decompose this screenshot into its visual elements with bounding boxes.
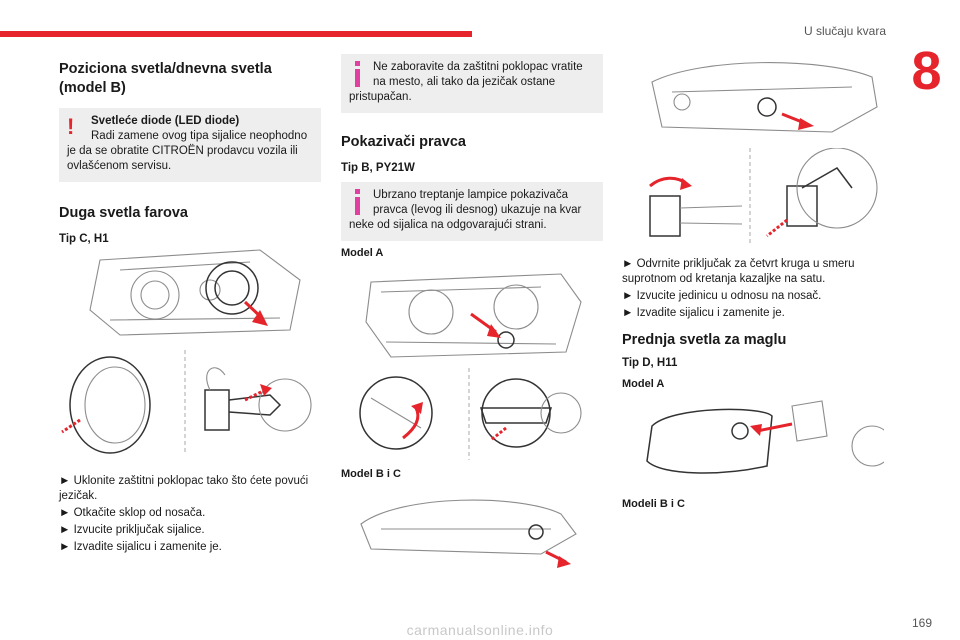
bulb-type-indicators: Tip B, PY21W	[341, 162, 415, 174]
step-2: ► Izvucite jedinicu u odnosu na nosač.	[622, 290, 822, 302]
indicator-socket-illustration	[649, 148, 878, 246]
step-1: ► Odvrnite priključak za četvrt kruga u …	[622, 258, 855, 285]
label-model-bc-fog: Modeli B i C	[622, 498, 685, 510]
cover-removal-illustration	[61, 350, 312, 455]
step-3: ► Izvucite priključak sijalice.	[59, 524, 205, 536]
info-icon	[349, 60, 373, 88]
label-model-a-fog: Model A	[622, 378, 665, 390]
info-text-flashing: Ubrzano treptanje lampice pokazivača pra…	[349, 189, 582, 231]
info-text-cover: Ne zaboravite da zaštitni poklopac vrati…	[349, 61, 583, 103]
label-model-a: Model A	[341, 247, 384, 259]
chapter-number: 8	[893, 40, 960, 102]
heading-position-lights: Poziciona svetla/dnevna svetla (model B)	[59, 61, 272, 96]
step-1: ► Uklonite zaštitni poklopac tako što će…	[59, 475, 309, 502]
indicator-cap-rotation-illustration	[359, 368, 582, 460]
indicator-model-a-illustration	[365, 273, 582, 358]
warning-icon: !	[67, 114, 75, 139]
step-3: ► Izvadite sijalicu i zamenite je.	[622, 307, 785, 319]
label-model-bc: Model B i C	[341, 468, 401, 480]
info-icon	[349, 188, 373, 216]
top-accent-bar	[0, 31, 472, 37]
heading-high-beam: Duga svetla farova	[59, 205, 188, 221]
steps-indicators: ► Odvrnite priključak za četvrt kruga u …	[622, 257, 884, 323]
steps-high-beam: ► Uklonite zaštitni poklopac tako što će…	[59, 474, 321, 557]
indicator-model-bc-illustration	[360, 499, 577, 568]
heading-indicators: Pokazivači pravca	[341, 134, 466, 150]
section-title: U slučaju kvara	[803, 24, 886, 38]
warning-text: Radi zamene ovog tipa sijalice neophodno…	[67, 130, 308, 172]
column-1: Poziciona svetla/dnevna svetla (model B)…	[59, 60, 321, 253]
watermark: carmanualsonline.info	[406, 622, 554, 638]
indicator-unit-illustration	[651, 62, 878, 133]
info-note-cover: Ne zaboravite da zaštitni poklopac vrati…	[341, 54, 603, 113]
warning-title: Svetleće diode (LED diode)	[91, 115, 240, 127]
bulb-type-high-beam: Tip C, H1	[59, 233, 109, 245]
warning-note: ! Svetleće diode (LED diode) Radi zamene…	[59, 108, 321, 182]
headlamp-illustration	[89, 249, 301, 336]
step-4: ► Izvadite sijalicu i zamenite je.	[59, 541, 222, 553]
page-number: 169	[911, 616, 932, 630]
heading-fog-lights: Prednja svetla za maglu	[622, 332, 787, 348]
info-note-flashing: Ubrzano treptanje lampice pokazivača pra…	[341, 182, 603, 241]
fog-light-model-a-illustration	[646, 400, 884, 474]
column-2: Ne zaboravite da zaštitni poklopac vrati…	[341, 54, 603, 241]
step-2: ► Otkačite sklop od nosača.	[59, 507, 206, 519]
bulb-type-fog-lights: Tip D, H11	[622, 357, 678, 369]
